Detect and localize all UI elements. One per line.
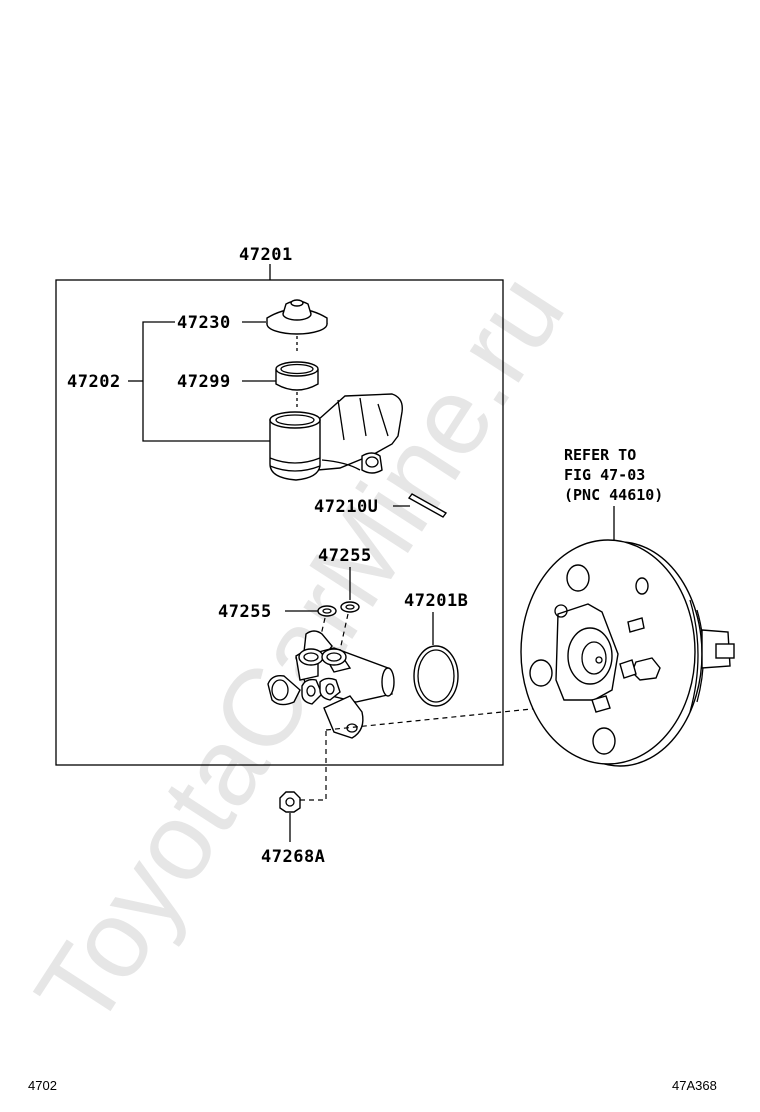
callout-47255-top[interactable]: 47255 bbox=[318, 546, 372, 566]
callout-47210U[interactable]: 47210U bbox=[314, 497, 378, 517]
assembly-frame bbox=[55, 279, 504, 766]
gasket-pair bbox=[317, 601, 360, 617]
reference-line-1: REFER TO bbox=[564, 446, 636, 464]
reservoir-grommet bbox=[275, 361, 319, 391]
reference-line-2: FIG 47-03 bbox=[564, 466, 645, 484]
callout-47268A[interactable]: 47268A bbox=[261, 847, 325, 867]
flange-nut bbox=[279, 791, 301, 813]
reference-line-3: (PNC 44610) bbox=[564, 486, 663, 504]
figure-code: 47A368 bbox=[672, 1078, 717, 1093]
reservoir-pin bbox=[407, 493, 448, 518]
master-cylinder-body bbox=[267, 630, 395, 739]
callout-47299[interactable]: 47299 bbox=[177, 372, 231, 392]
callout-47230[interactable]: 47230 bbox=[177, 313, 231, 333]
callout-47201B[interactable]: 47201B bbox=[404, 591, 468, 611]
callout-47201[interactable]: 47201 bbox=[239, 245, 293, 265]
callout-47202[interactable]: 47202 bbox=[67, 372, 121, 392]
brake-booster bbox=[520, 539, 735, 767]
brake-fluid-reservoir bbox=[269, 393, 403, 481]
o-ring bbox=[413, 645, 459, 707]
callout-47255-left[interactable]: 47255 bbox=[218, 602, 272, 622]
reservoir-cap bbox=[266, 299, 328, 335]
page-code: 4702 bbox=[28, 1078, 57, 1093]
